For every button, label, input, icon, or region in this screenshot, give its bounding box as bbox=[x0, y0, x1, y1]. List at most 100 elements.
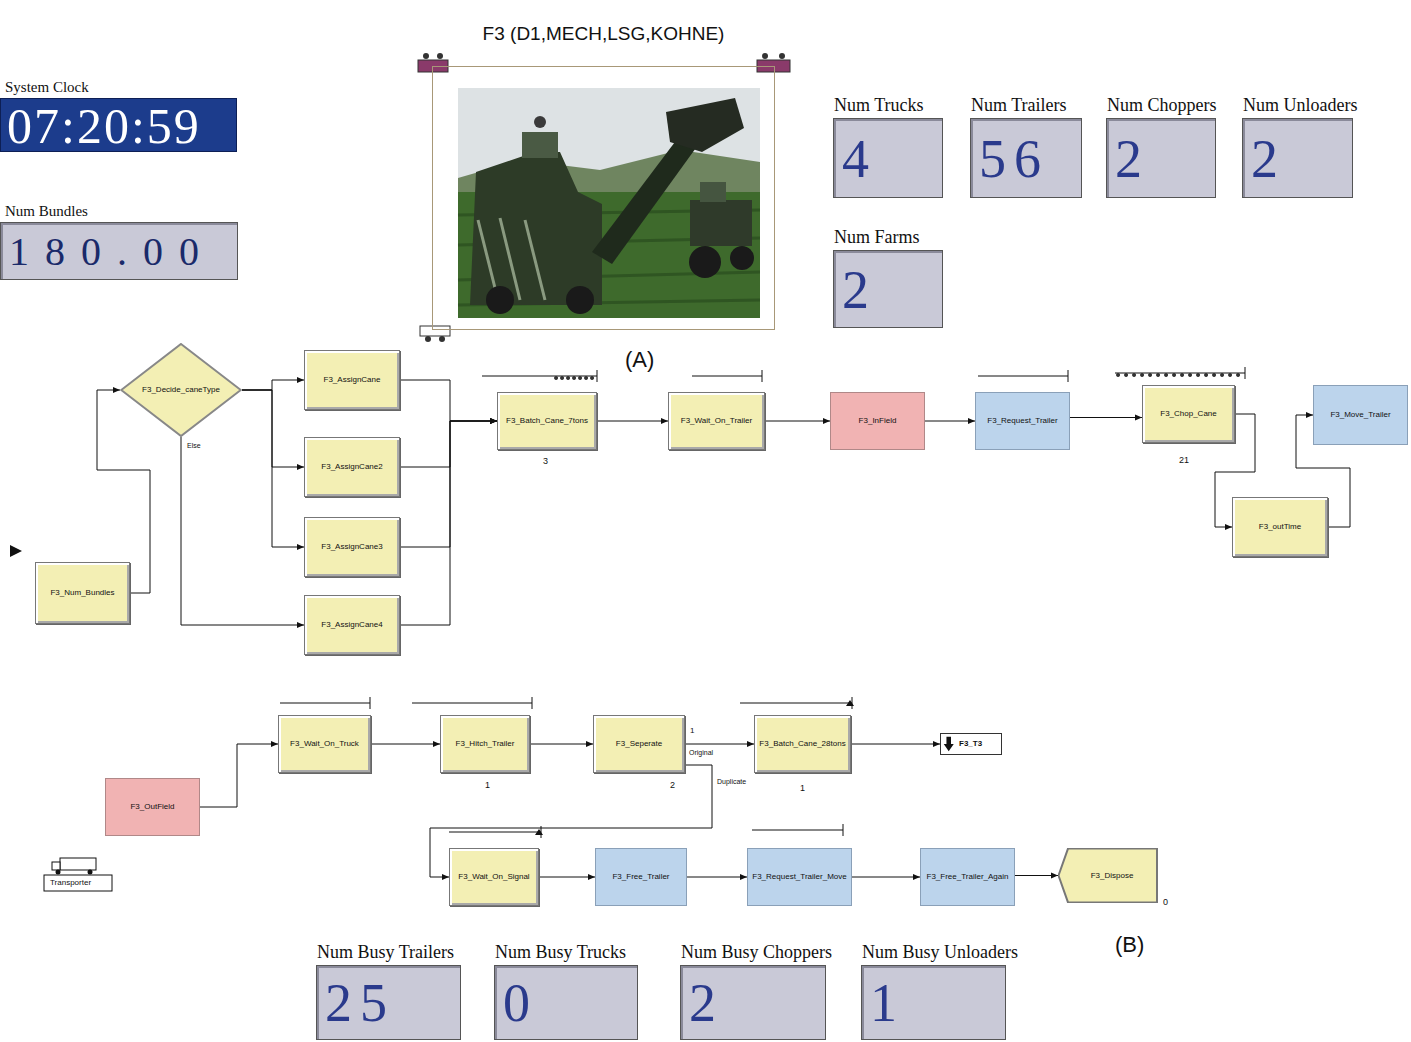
connector bbox=[1015, 875, 1058, 876]
connector bbox=[530, 744, 593, 745]
module-name: F3_Request_Trailer bbox=[987, 416, 1057, 426]
connector bbox=[242, 390, 304, 467]
photo-harvester bbox=[470, 152, 602, 305]
process-module: F3_AssignCane bbox=[304, 350, 400, 410]
process-module: F3_Chop_Cane bbox=[1142, 385, 1235, 443]
module-name: F3_Batch_Cane_7tons bbox=[506, 416, 588, 426]
module-name: F3_Wait_On_Trailer bbox=[681, 416, 752, 426]
module-name: F3_outTime bbox=[1259, 522, 1301, 532]
process-module: F3_Batch_Cane_7tons bbox=[497, 392, 597, 450]
counter-display: Num Busy Unloaders1 bbox=[861, 965, 1006, 1040]
callout-number: 21 bbox=[1179, 455, 1189, 466]
connector bbox=[400, 380, 497, 421]
photo-wheel bbox=[566, 286, 594, 314]
queue-bar bbox=[692, 370, 762, 382]
dispose-shape bbox=[1059, 849, 1158, 903]
counter-value: 1 bbox=[870, 966, 905, 1041]
process-module: F3_Batch_Cane_28tons bbox=[754, 715, 851, 773]
queue-entities bbox=[1116, 373, 1240, 377]
module-name: F3_Decide_caneType bbox=[142, 385, 220, 395]
queue-bar bbox=[482, 370, 597, 382]
photo-cab bbox=[522, 132, 558, 158]
panel-heading: Num Busy Unloaders bbox=[862, 942, 1018, 963]
connector-label: Duplicate bbox=[716, 777, 747, 786]
module-name: F3_AssignCane2 bbox=[321, 462, 382, 472]
counter-display: Num Busy Trailers25 bbox=[316, 965, 461, 1040]
transporter-label: Transporter bbox=[50, 878, 91, 888]
process-module: F3_AssignCane3 bbox=[304, 517, 400, 577]
process-module: F3_Wait_On_Trailer bbox=[668, 392, 765, 450]
callout-number: 1 bbox=[690, 726, 694, 736]
queue-entities bbox=[535, 700, 854, 835]
module-name: F3_Wait_On_Truck bbox=[290, 739, 359, 749]
queue-bar bbox=[752, 824, 843, 836]
module-name: F3_Batch_Cane_28tons bbox=[759, 739, 845, 749]
corner-icon bbox=[779, 53, 785, 59]
module-name: F3_Seperate bbox=[616, 739, 662, 749]
transfer-module: F3_Move_Trailer bbox=[1313, 385, 1408, 445]
panel-heading: Num Choppers bbox=[1107, 95, 1217, 116]
module-name: F3_InField bbox=[859, 416, 897, 426]
queue-bar bbox=[978, 370, 1068, 382]
module-name: F3_Hitch_Trailer bbox=[456, 739, 515, 749]
queue-bar bbox=[280, 697, 370, 709]
panel-heading: Num Trucks bbox=[834, 95, 924, 116]
corner-icon bbox=[423, 53, 429, 59]
counter-display: Num Farms2 bbox=[833, 250, 943, 328]
transfer-module: F3_Free_Trailer_Again bbox=[920, 848, 1015, 906]
process-module: F3_Seperate bbox=[593, 715, 685, 773]
counter-value: 2 bbox=[842, 251, 877, 329]
panel-heading: Num Busy Choppers bbox=[681, 942, 832, 963]
connector bbox=[925, 421, 975, 422]
panel-label: (B) bbox=[1115, 933, 1144, 957]
module-name: F3_Free_Trailer_Again bbox=[927, 872, 1009, 882]
station-module: F3_OutField bbox=[105, 778, 200, 836]
transfer-module: F3_Request_Trailer bbox=[975, 392, 1070, 450]
counter-display: Num Trailers56 bbox=[970, 118, 1082, 198]
connector-label: Original bbox=[688, 748, 714, 757]
process-module: F3_Wait_On_Signal bbox=[449, 848, 539, 906]
transfer-module: F3_Free_Trailer bbox=[595, 848, 687, 906]
connector bbox=[852, 877, 920, 878]
connector bbox=[371, 744, 440, 745]
callout-number: 3 bbox=[543, 456, 548, 467]
route-arrow-icon bbox=[944, 737, 954, 752]
module-name: F3_Num_Bundles bbox=[50, 588, 114, 598]
transfer-module: F3_Request_Trailer_Move bbox=[747, 848, 852, 906]
queue-bars bbox=[280, 367, 1245, 838]
connector bbox=[1070, 417, 1142, 418]
panel-heading: Num Busy Trucks bbox=[495, 942, 626, 963]
photo-wheel bbox=[689, 246, 721, 278]
connector bbox=[400, 421, 497, 625]
counter-value: 07:20:59 bbox=[7, 99, 201, 153]
module-name: F3_Free_Trailer bbox=[612, 872, 669, 882]
queue-bar bbox=[740, 697, 852, 709]
callout-number: 1 bbox=[800, 783, 805, 794]
queue-entities bbox=[554, 376, 594, 380]
station-module: F3_InField bbox=[830, 392, 925, 450]
corner-icon bbox=[762, 53, 768, 59]
connector bbox=[597, 421, 668, 422]
dispose-module: F3_Dispose bbox=[1058, 848, 1158, 903]
diamond-shape bbox=[121, 344, 241, 436]
counter-value: 2 bbox=[1251, 119, 1286, 199]
corner-icon bbox=[437, 53, 443, 59]
counter-display: Num Choppers2 bbox=[1106, 118, 1216, 198]
connector bbox=[242, 390, 304, 547]
counter-value: 4 bbox=[842, 119, 877, 199]
transporter-icon bbox=[44, 875, 112, 891]
route-module: F3_T3 bbox=[940, 733, 1002, 755]
counter-value: 2 bbox=[1115, 119, 1150, 199]
panel-heading: Num Busy Trailers bbox=[317, 942, 454, 963]
process-module: F3_Wait_On_Truck bbox=[278, 715, 371, 773]
panel-heading: Num Unloaders bbox=[1243, 95, 1357, 116]
entry-arrow bbox=[10, 545, 22, 557]
module-name: F3_Move_Trailer bbox=[1330, 410, 1390, 420]
module-name: F3_AssignCane4 bbox=[321, 620, 382, 630]
callout-number: 1 bbox=[485, 780, 490, 791]
panel-label: (A) bbox=[625, 348, 654, 372]
photo-wheel bbox=[486, 286, 514, 314]
counter-value: 0 bbox=[503, 966, 538, 1041]
photo-crop-dividers bbox=[478, 218, 545, 300]
process-module: F3_outTime bbox=[1232, 497, 1328, 557]
